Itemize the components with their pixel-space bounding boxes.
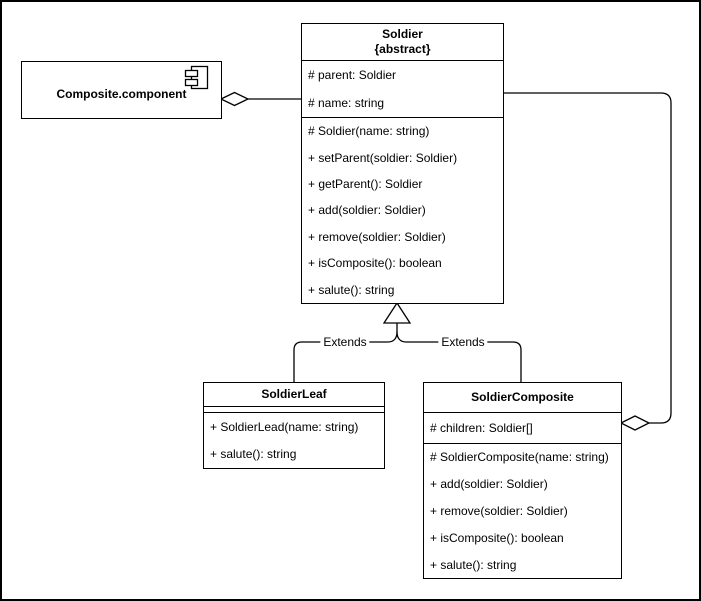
method-row: + salute(): string [430, 557, 517, 572]
aggregation-connector-component-soldier [219, 91, 301, 107]
method-row: # SoldierComposite(name: string) [430, 450, 609, 465]
method-row: + isComposite(): boolean [308, 256, 442, 271]
class-soldier-attributes: # parent: Soldier # name: string [302, 60, 503, 117]
component-icon [184, 65, 209, 90]
attribute-row: # parent: Soldier [308, 68, 397, 82]
attribute-row: # name: string [308, 96, 385, 110]
method-row: + add(soldier: Soldier) [430, 477, 548, 492]
class-soldier-leaf-title: SoldierLeaf [261, 387, 327, 401]
method-row: # Soldier(name: string) [308, 124, 430, 139]
class-soldier-leaf-attributes-empty [204, 406, 384, 412]
class-soldier-composite: SoldierComposite # children: Soldier[] #… [423, 382, 622, 579]
method-row: + remove(soldier: Soldier) [430, 503, 568, 518]
component-box-title: Composite.component [56, 87, 187, 101]
class-soldier-methods: # Soldier(name: string) + setParent(sold… [302, 117, 503, 303]
class-soldier-composite-methods: # SoldierComposite(name: string) + add(s… [424, 443, 621, 578]
method-row: + getParent(): Soldier [308, 177, 423, 192]
method-row: + salute(): string [308, 282, 395, 297]
extends-label-right: Extends [438, 335, 488, 349]
extends-label-left: Extends [320, 335, 370, 349]
class-soldier-composite-header: SoldierComposite [424, 383, 621, 412]
method-row: + isComposite(): boolean [430, 530, 564, 545]
class-soldier-leaf-header: SoldierLeaf [204, 383, 384, 406]
class-soldier-leaf: SoldierLeaf + SoldierLead(name: string) … [203, 382, 385, 469]
class-soldier-header: Soldier {abstract} [302, 24, 503, 60]
method-row: + setParent(soldier: Soldier) [308, 150, 458, 165]
method-row: + salute(): string [210, 447, 297, 462]
aggregation-connector-composite-soldier [503, 92, 672, 431]
method-row: + add(soldier: Soldier) [308, 203, 426, 218]
aggregation-diamond-right [619, 415, 651, 431]
class-soldier-leaf-methods: + SoldierLead(name: string) + salute(): … [204, 412, 384, 468]
method-row: + SoldierLead(name: string) [210, 419, 359, 434]
component-box-composite-component: Composite.component [21, 61, 222, 119]
aggregation-diamond-left [219, 91, 250, 107]
generalization-triangle [382, 301, 412, 324]
method-row: + remove(soldier: Soldier) [308, 229, 446, 244]
class-soldier-composite-title: SoldierComposite [471, 390, 574, 404]
class-soldier-composite-attributes: # children: Soldier[] [424, 412, 621, 443]
class-soldier: Soldier {abstract} # parent: Soldier # n… [301, 23, 504, 304]
class-soldier-stereotype: {abstract} [374, 42, 431, 56]
attribute-row: # children: Soldier[] [430, 421, 533, 435]
class-soldier-title: Soldier [382, 27, 423, 41]
